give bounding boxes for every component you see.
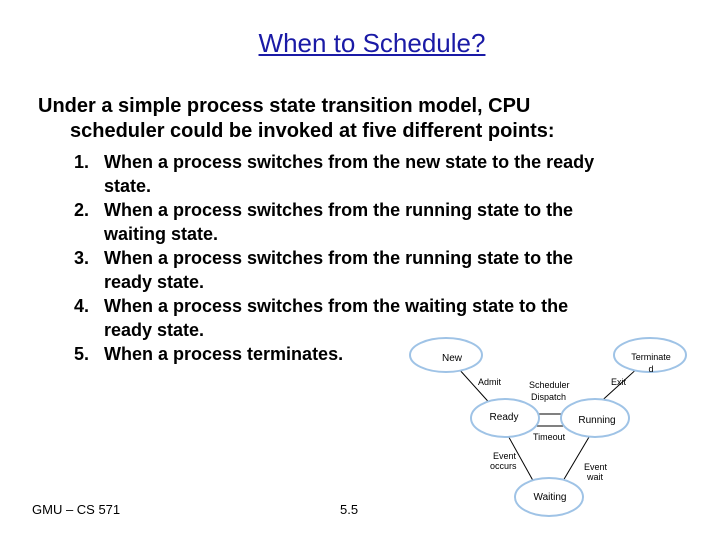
label-exit: Exit <box>611 377 627 387</box>
state-waiting-label: Waiting <box>534 492 567 503</box>
slide-title: When to Schedule? <box>0 28 720 59</box>
state-ready-label: Ready <box>490 412 519 423</box>
label-admit: Admit <box>478 377 502 387</box>
list-item-number: 3. <box>74 248 90 268</box>
list-item-line: When a process switches from the running… <box>104 200 574 220</box>
label-event-wait-2: wait <box>586 472 604 482</box>
list-item-continuation: ready state. <box>104 320 205 340</box>
list-item-5: 5. When a process terminates. <box>74 342 674 366</box>
list-item-continuation: ready state. <box>104 272 205 292</box>
list-item-4: 4. When a process switches from the waiti… <box>74 294 674 342</box>
list-item-line: When a process switches from the new sta… <box>104 152 595 172</box>
list-item-number: 1. <box>74 152 90 172</box>
state-running-label: Running <box>578 415 615 426</box>
list-item-2: 2. When a process switches from the runni… <box>74 198 674 246</box>
intro-line-2: scheduler could be invoked at five diffe… <box>70 120 555 142</box>
intro-text: Under a simple process state transition … <box>38 94 678 144</box>
list-item-number: 5. <box>74 344 90 364</box>
list-item-3: 3. When a process switches from the runni… <box>74 246 674 294</box>
list-item-continuation: waiting state. <box>104 224 219 244</box>
label-timeout: Timeout <box>533 432 566 442</box>
label-scheduler: Scheduler <box>529 380 570 390</box>
footer-course: GMU – CS 571 <box>32 502 121 517</box>
edge-event-wait <box>559 431 593 487</box>
footer-page-number: 5.5 <box>340 502 359 517</box>
state-terminated-label-2: d <box>648 364 653 374</box>
state-running: Running <box>560 398 630 438</box>
label-event-occurs-2: occurs <box>490 461 517 471</box>
list-item-line: When a process switches from the running… <box>104 248 574 268</box>
label-event-wait-1: Event <box>584 462 608 472</box>
state-terminated: Terminate d <box>613 337 687 374</box>
state-ready: Ready <box>470 398 540 438</box>
state-new: New <box>409 337 483 373</box>
slide-title-text: When to Schedule? <box>258 28 486 58</box>
intro-line-1: Under a simple process state transition … <box>38 95 531 117</box>
list-item-number: 4. <box>74 296 90 316</box>
list-item-line: When a process switches from the waiting… <box>104 296 569 316</box>
list-item-line: When a process terminates. <box>104 344 344 364</box>
list-item-number: 2. <box>74 200 90 220</box>
state-waiting: Waiting <box>514 477 584 517</box>
state-terminated-label-1: Terminate <box>631 352 671 362</box>
list-item-1: 1. When a process switches from the new s… <box>74 150 674 198</box>
edge-event-occurs <box>505 431 537 487</box>
list-item-continuation: state. <box>104 176 152 196</box>
label-event-occurs-1: Event <box>493 451 517 461</box>
label-dispatch: Dispatch <box>531 392 566 402</box>
state-new-label: New <box>442 353 463 364</box>
